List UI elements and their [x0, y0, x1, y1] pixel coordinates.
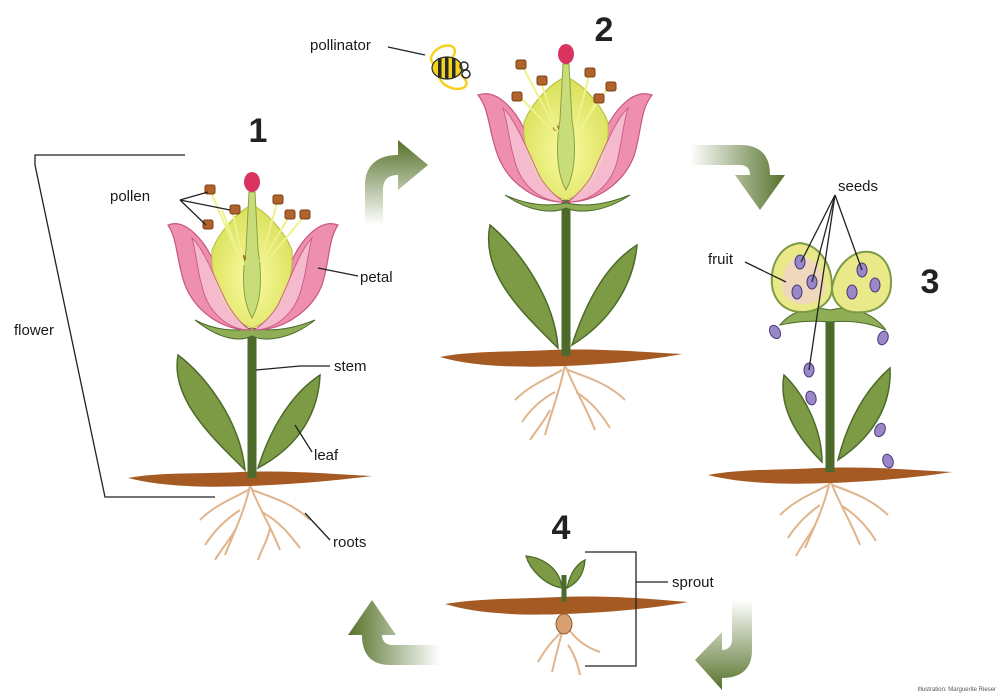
leaf-left-2: [489, 225, 558, 348]
leaf-left-3: [783, 375, 822, 462]
label-sprout: sprout: [672, 574, 715, 591]
label-pollinator: pollinator: [310, 37, 371, 54]
sprout-leaf-left: [526, 556, 562, 588]
label-stem: stem: [334, 358, 367, 375]
leaf-right-2: [572, 245, 637, 345]
stage-number-1: 1: [249, 112, 268, 150]
arrow-4-to-1: [348, 600, 440, 665]
roots-3: [780, 480, 888, 556]
illustration-credit: Illustration: Marguerite Rieser: [918, 687, 996, 693]
label-roots: roots: [333, 534, 366, 551]
roots-2: [515, 365, 625, 440]
roots-1: [200, 485, 310, 560]
label-seeds: seeds: [838, 178, 878, 195]
label-flower: flower: [14, 322, 54, 339]
label-fruit: fruit: [708, 251, 734, 268]
arrow-1-to-2: [365, 140, 428, 225]
label-leaf: leaf: [314, 447, 339, 464]
leaf-right-3: [838, 368, 890, 460]
soil-2: [440, 349, 682, 366]
bee-icon: [428, 42, 470, 93]
stage-3-fruit-plant: [708, 243, 952, 556]
stage-number-2: 2: [595, 11, 614, 49]
stage-4-sprout: [445, 556, 688, 675]
label-pollen: pollen: [110, 188, 150, 205]
stage-2-pollination-plant: [440, 44, 682, 440]
stage-number-3: 3: [921, 263, 940, 301]
stage-number-4: 4: [552, 509, 571, 547]
leaf-left-1: [177, 355, 245, 470]
seed-coat-4: [556, 614, 572, 634]
stigma-1: [244, 172, 260, 192]
label-petal: petal: [360, 269, 393, 286]
fruit-right-half: [832, 252, 891, 313]
arrow-3-to-4: [695, 600, 752, 690]
sprout-leaf-right: [567, 560, 585, 588]
arrow-2-to-3: [690, 145, 785, 210]
leaf-right-1: [258, 375, 320, 468]
stigma-2: [558, 44, 574, 64]
